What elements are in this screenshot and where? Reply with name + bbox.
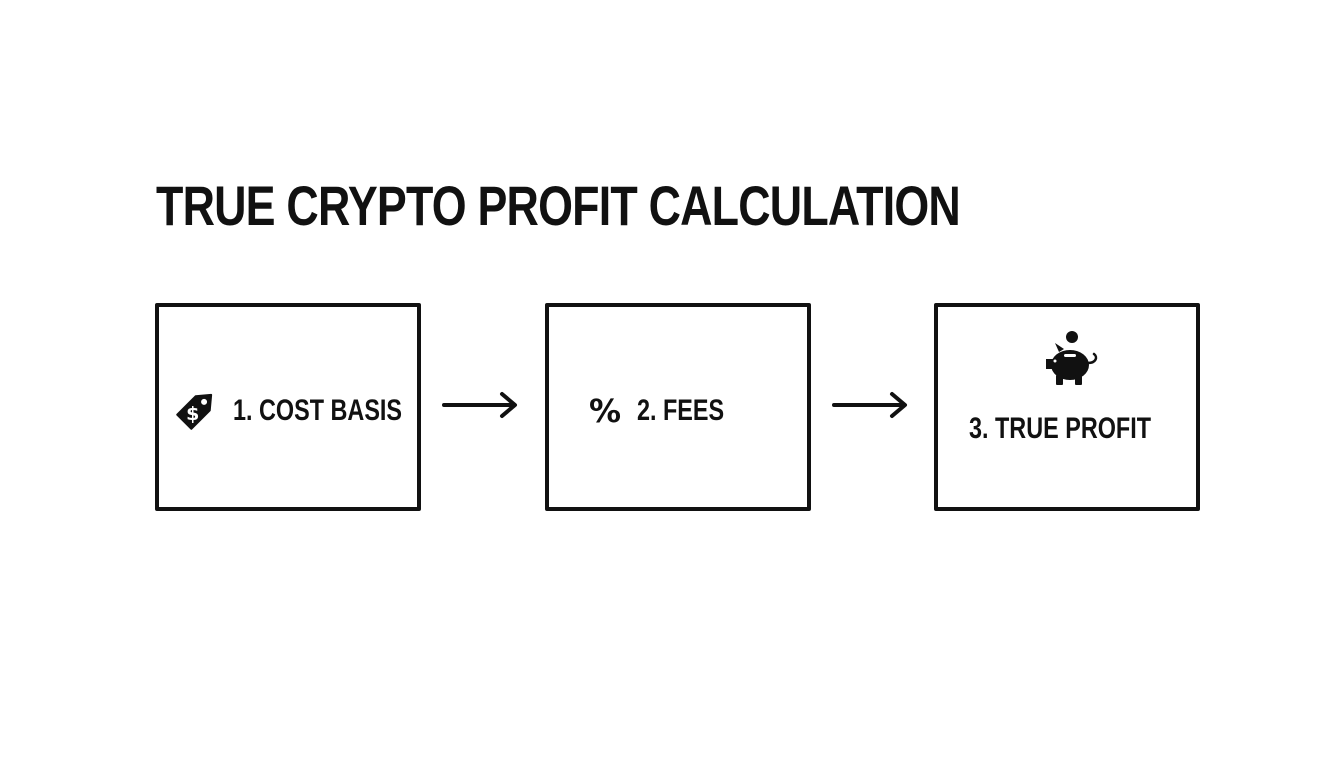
step-label-true-profit: 3. TRUE PROFIT: [969, 412, 1152, 445]
percent-icon: %: [589, 392, 622, 430]
step-label-fees: 2. FEES: [637, 394, 725, 427]
piggy-bank-icon: [1042, 329, 1104, 396]
svg-text:$: $: [186, 403, 199, 425]
step-fees: % 2. FEES: [545, 303, 811, 511]
step-label-cost-basis: 1. COST BASIS: [233, 394, 403, 427]
step-true-profit: 3. TRUE PROFIT: [934, 303, 1200, 511]
diagram-title: TRUE CRYPTO PROFIT CALCULATION: [156, 174, 961, 237]
arrow-right-icon: [832, 392, 907, 418]
step-cost-basis: $ 1. COST BASIS: [155, 303, 421, 511]
arrow-right-icon: [442, 392, 517, 418]
price-tag-dollar-icon: $: [173, 385, 221, 438]
